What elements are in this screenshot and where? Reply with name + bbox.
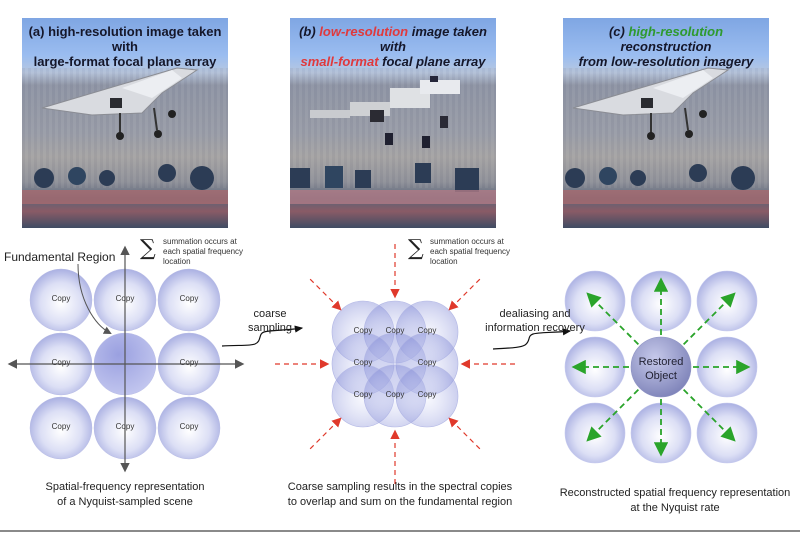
caption-highlight: high-resolution [628,24,724,39]
drone-image [22,67,228,204]
caption-rest: focal plane array [378,54,486,69]
label-line: dealiasing and [499,308,571,320]
spectral-copy-circle [157,268,221,332]
coarse-sampling-arrow [221,325,304,347]
label-line: Restored [638,356,684,368]
caption-line: (c) high-resolution reconstruction [563,24,769,54]
inward-arrow [309,278,342,311]
copy-label: Copy [385,390,405,399]
outward-arrow [586,388,640,442]
outward-arrow [682,388,736,442]
spectral-copy-circle [157,396,221,460]
inward-arrow [448,278,481,311]
copy-label: Copy [385,326,405,335]
copy-label: Copy [417,358,437,367]
copy-label: Copy [179,422,199,431]
summation-note: summation occurs at each spatial frequen… [163,237,243,267]
caption-line: at the Nyquist rate [630,502,720,514]
spectral-copy-circle [29,268,93,332]
dealiasing-label: dealiasing and information recovery [470,307,600,335]
photo-caption-c: (c) high-resolution reconstruction from … [563,24,769,69]
bottom-divider [0,530,800,532]
drone-image-pixelated [290,76,496,204]
caption-line: Spatial-frequency representation [45,481,205,493]
caption-line: Reconstructed spatial frequency represen… [559,487,791,499]
outward-green-arrows [571,277,751,457]
label-line: coarse [253,308,287,320]
photo-reconstruction: (c) high-resolution reconstruction from … [563,18,769,228]
caption-line: of a Nyquist-sampled scene [57,496,193,508]
overlapping-copy-circle [395,364,459,428]
caption-line: from low-resolution imagery [578,54,754,69]
copy-label: Copy [51,358,71,367]
label-line: Object [645,370,677,382]
copy-label: Copy [179,294,199,303]
spectral-copy-circle [29,396,93,460]
copy-label: Copy [51,422,71,431]
inward-red-arrows [275,244,515,484]
note-line: summation occurs at [163,237,237,246]
caption-line: (a) high-resolution image taken with [28,24,222,54]
label-line: information recovery [485,322,585,334]
inward-arrow [309,417,342,450]
note-line: location [163,257,191,266]
summation-note: summation occurs at each spatial frequen… [430,237,510,267]
note-line: each spatial frequency [163,247,244,256]
caption-highlight: small-format [300,54,379,69]
coarse-sampling-label: coarse sampling [240,307,300,335]
frequency-axes [7,245,245,473]
inward-arrow [448,417,481,450]
fundamental-region-label: Fundamental Region [4,250,116,264]
caption-line: Coarse sampling results in the spectral … [287,481,513,493]
sigma-icon: ∑ [408,236,424,261]
caption-line: (b) low-resolution image taken with [290,24,496,54]
caption-left: Spatial-frequency representation of a Ny… [20,480,230,510]
fundamental-pointer-arrow [77,263,112,334]
copy-label: Copy [417,390,437,399]
drone-image [563,67,769,204]
copy-label: Copy [115,422,135,431]
photo-caption-b: (b) low-resolution image taken with smal… [290,24,496,69]
copy-label: Copy [115,294,135,303]
note-line: summation occurs at [430,237,504,246]
copy-label: Copy [353,390,373,399]
copy-label: Copy [353,358,373,367]
caption-right: Reconstructed spatial frequency represen… [555,486,795,516]
caption-prefix: (b) [299,24,320,39]
caption-highlight: low-resolution [319,24,409,39]
restored-object-circle [630,336,692,398]
label-line: sampling [247,322,293,334]
photo-caption-a: (a) high-resolution image taken with lar… [22,24,228,69]
copy-label: Copy [179,358,199,367]
caption-line: to overlap and sum on the fundamental re… [287,496,513,508]
restored-object-label: Restored Object [632,355,690,383]
caption-prefix: (c) [608,24,629,39]
photo-high-resolution: (a) high-resolution image taken with lar… [22,18,228,228]
dealiasing-arrow [492,328,572,350]
outward-arrow [586,292,640,346]
caption-line: small-format focal plane array [290,54,496,69]
caption-middle: Coarse sampling results in the spectral … [280,480,520,510]
copy-label: Copy [353,326,373,335]
caption-rest: reconstruction [620,39,712,54]
copy-label: Copy [51,294,71,303]
overlapping-copies-grid [331,300,459,428]
photo-low-resolution: (b) low-resolution image taken with smal… [290,18,496,228]
note-line: each spatial frequency [430,247,511,256]
note-line: location [430,257,458,266]
caption-rest: image taken with [380,24,487,54]
sigma-icon: ∑ [140,236,156,261]
caption-line: large-format focal plane array [33,54,217,69]
copy-label: Copy [417,326,437,335]
outward-arrow [682,292,736,346]
